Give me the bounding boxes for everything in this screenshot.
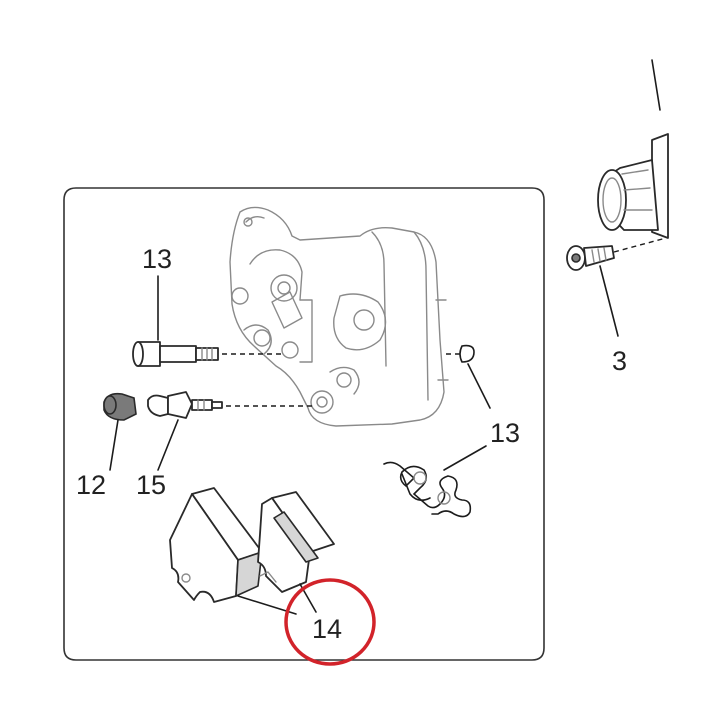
callout-label-13-clip: 13	[490, 418, 520, 448]
callout-label-15: 15	[136, 470, 166, 500]
callout-label-14: 14	[312, 614, 342, 644]
bleed-cap-part-12: 12	[76, 392, 137, 500]
bolt-part-13: 13	[132, 244, 284, 367]
master-cylinder-partial	[597, 59, 669, 253]
callout-label-13-bolt: 13	[142, 244, 172, 274]
callout-label-3: 3	[612, 346, 627, 376]
caliper-body	[229, 206, 449, 427]
clip-part-13: 13	[443, 344, 520, 471]
screw-part-3: 3	[566, 245, 627, 376]
inset-frame	[63, 187, 545, 661]
callout-label-12: 12	[76, 470, 106, 500]
bleed-valve-part-15: 15	[136, 391, 314, 500]
highlight-circle	[284, 578, 376, 666]
pad-spring	[383, 461, 472, 518]
brake-pads-part-14: 14	[169, 487, 342, 644]
